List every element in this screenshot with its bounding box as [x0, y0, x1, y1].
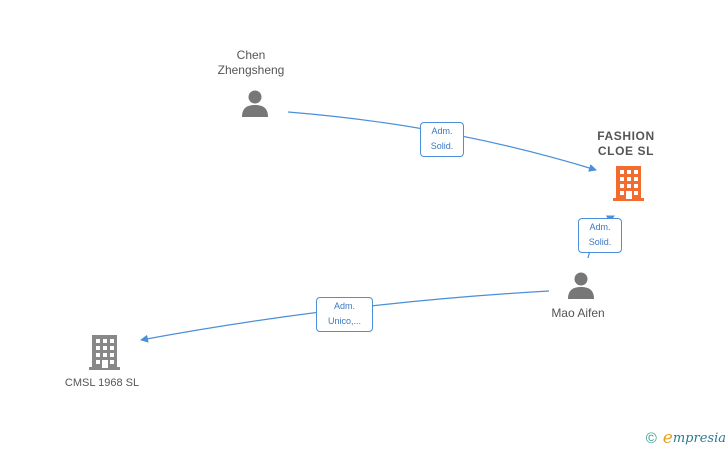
edge-label-mao-fashion[interactable]: Adm. Solid. [578, 218, 622, 253]
person-icon[interactable] [566, 271, 596, 304]
node-label-cmsl-1968-sl[interactable]: CMSL 1968 SL [64, 377, 140, 389]
brand-logo-letter: e [662, 428, 673, 448]
brand-logo: © e mpresia [646, 428, 726, 448]
building-icon[interactable] [613, 166, 644, 206]
node-label-fashion-cloe-sl[interactable]: FASHION CLOE SL [597, 129, 655, 158]
edge-label-chen-fashion[interactable]: Adm. Solid. [420, 122, 464, 157]
building-icon[interactable] [89, 335, 120, 375]
node-label-chen-zhengsheng[interactable]: Chen Zhengsheng [217, 48, 285, 77]
edge-label-mao-cmsl[interactable]: Adm. Unico,... [316, 297, 373, 332]
brand-logo-text: mpresia [672, 430, 726, 446]
person-icon[interactable] [240, 89, 270, 122]
node-label-mao-aifen[interactable]: Mao Aifen [551, 306, 605, 320]
copyright-icon: © [645, 429, 657, 447]
